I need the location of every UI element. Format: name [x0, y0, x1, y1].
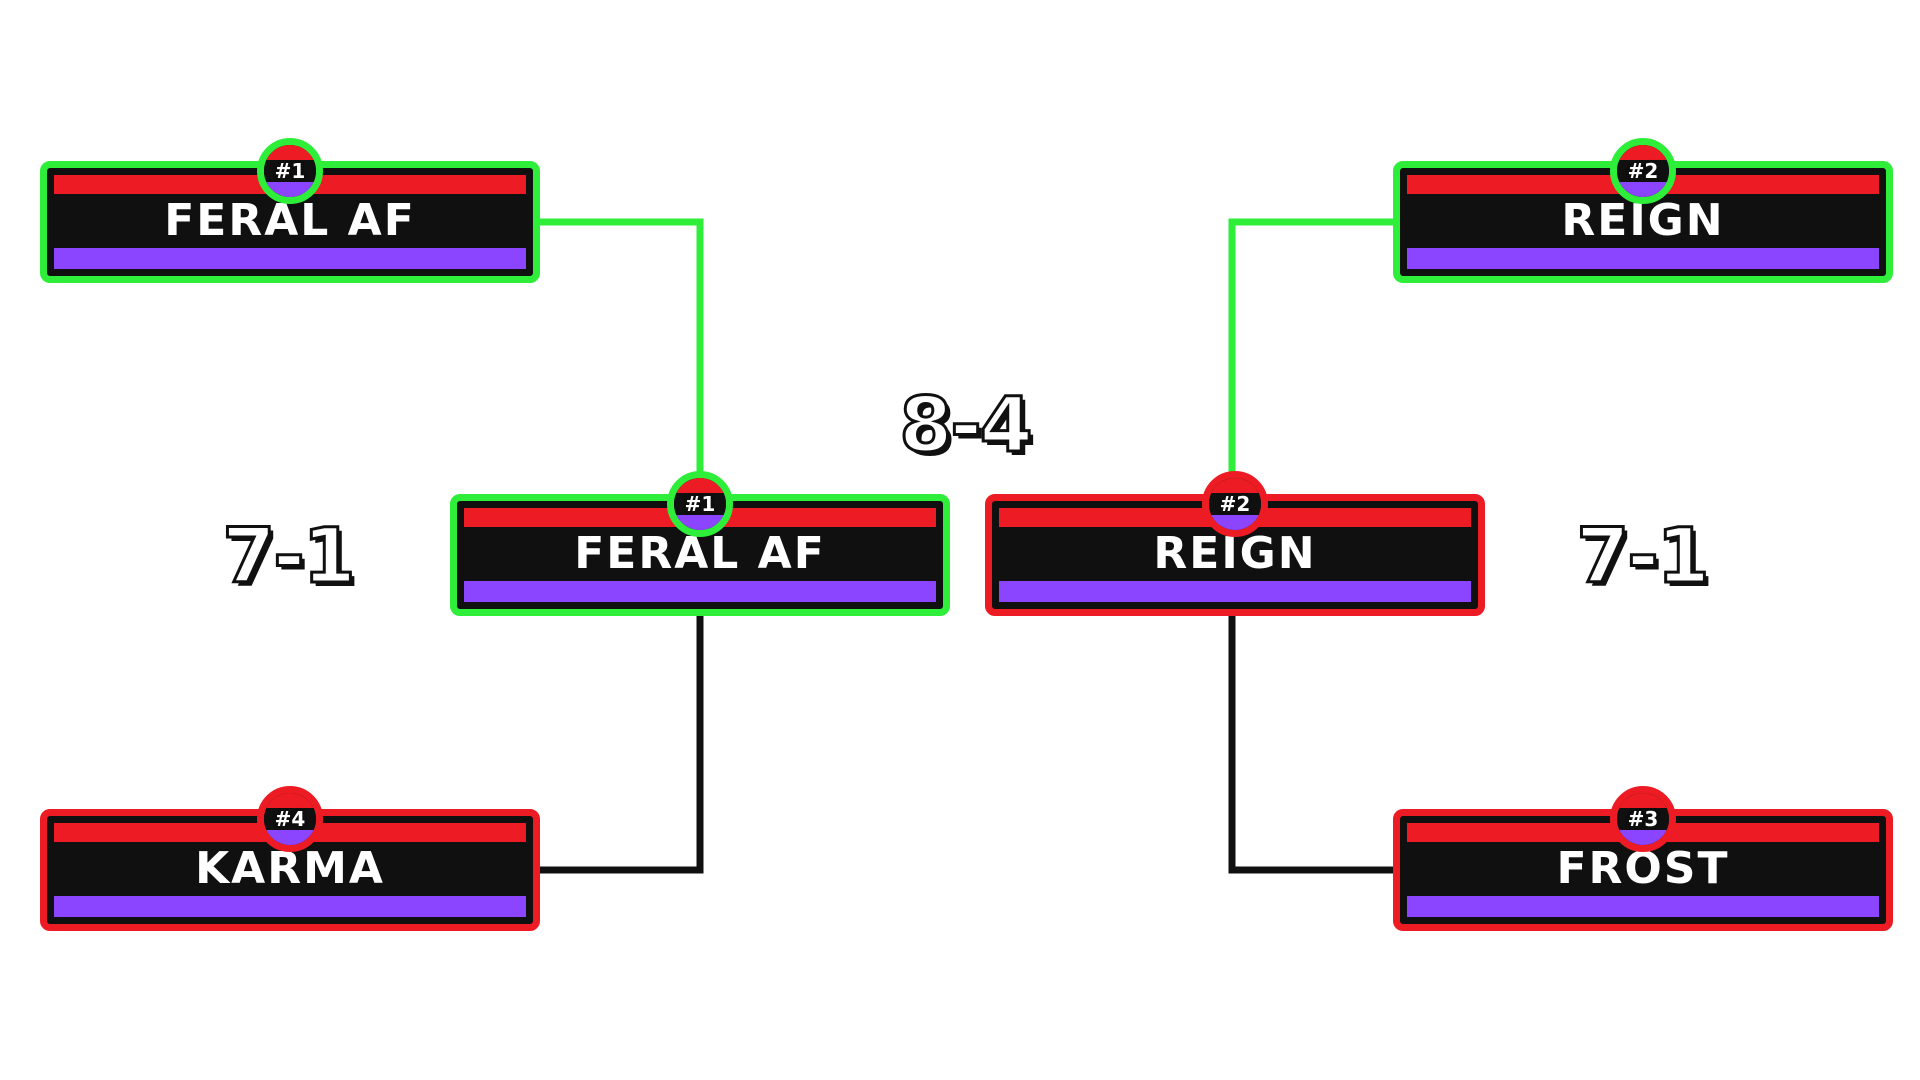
team-name: FERAL AF [574, 528, 826, 579]
seed-number: #1 [274, 159, 306, 183]
seed-number: #3 [1627, 807, 1659, 831]
seed-number: #4 [274, 807, 306, 831]
team-card-frost-semifinal[interactable]: FROST #3 [1393, 786, 1893, 931]
seed-number: #2 [1219, 492, 1251, 516]
team-card-karma-semifinal[interactable]: KARMA #4 [40, 786, 540, 931]
score-right-semifinal: 7-1 [1575, 511, 1711, 600]
seed-badge: #1 [257, 138, 323, 204]
score-final: 8-4 [898, 380, 1034, 469]
team-card-inner: REIGN [997, 506, 1473, 604]
team-name: REIGN [1153, 528, 1317, 579]
card-band-purple [54, 248, 526, 269]
seed-badge: #3 [1610, 786, 1676, 852]
seed-number: #2 [1627, 159, 1659, 183]
seed-number: #1 [684, 492, 716, 516]
connector-left-bottom-to-final [535, 614, 704, 874]
seed-badge: #4 [257, 786, 323, 852]
score-left-semifinal: 7-1 [221, 511, 357, 600]
connector-right-bottom-to-final [1228, 614, 1395, 874]
card-band-purple [54, 896, 526, 917]
team-card-inner: KARMA [52, 821, 528, 919]
team-name: REIGN [1561, 195, 1725, 246]
team-card-feral-af-semifinal[interactable]: FERAL AF #1 [40, 138, 540, 283]
card-band-purple [1407, 248, 1879, 269]
connector-left-top-to-final [535, 218, 704, 490]
team-card-reign-semifinal[interactable]: REIGN #2 [1393, 138, 1893, 283]
card-band-purple [1407, 896, 1879, 917]
team-name: KARMA [195, 843, 385, 894]
seed-badge: #2 [1202, 471, 1268, 537]
connector-right-top-to-final [1228, 218, 1395, 490]
card-band-purple [999, 581, 1471, 602]
team-name: FROST [1556, 843, 1730, 894]
seed-badge: #1 [667, 471, 733, 537]
seed-badge: #2 [1610, 138, 1676, 204]
team-name: FERAL AF [164, 195, 416, 246]
team-card-feral-af-final[interactable]: FERAL AF #1 [450, 471, 950, 616]
team-card-reign-final[interactable]: REIGN #2 [985, 471, 1485, 616]
card-band-purple [464, 581, 936, 602]
